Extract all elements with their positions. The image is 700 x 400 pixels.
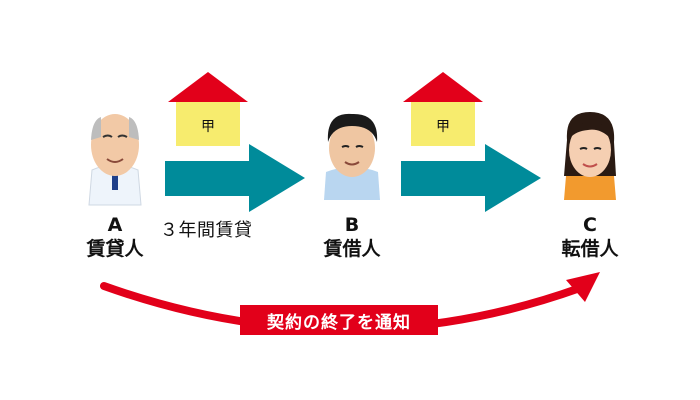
person-a-role: 賃貸人	[86, 238, 144, 260]
house-2: 甲	[403, 72, 483, 146]
person-a-avatar	[88, 114, 142, 206]
person-a-letter: A	[107, 214, 123, 236]
person-c-letter: C	[583, 214, 597, 236]
person-b-letter: B	[344, 214, 360, 236]
person-a-label: A 賃貸人	[60, 213, 170, 261]
lease-duration-label: ３年間賃貸	[160, 220, 253, 241]
person-c-role: 転借人	[561, 238, 619, 260]
person-c-label: C 転借人	[535, 213, 645, 261]
house-2-label: 甲	[436, 119, 450, 135]
person-b-role: 賃借人	[323, 238, 381, 260]
person-b-avatar	[324, 113, 380, 200]
house-1-label: 甲	[201, 119, 215, 135]
lease-arrow-a-to-b	[165, 144, 305, 212]
person-c-avatar	[564, 112, 616, 200]
notice-label: 契約の終了を通知	[240, 305, 438, 335]
person-b-label: B 賃借人	[297, 213, 407, 261]
lease-arrow-b-to-c	[401, 144, 541, 212]
house-1: 甲	[168, 72, 248, 146]
